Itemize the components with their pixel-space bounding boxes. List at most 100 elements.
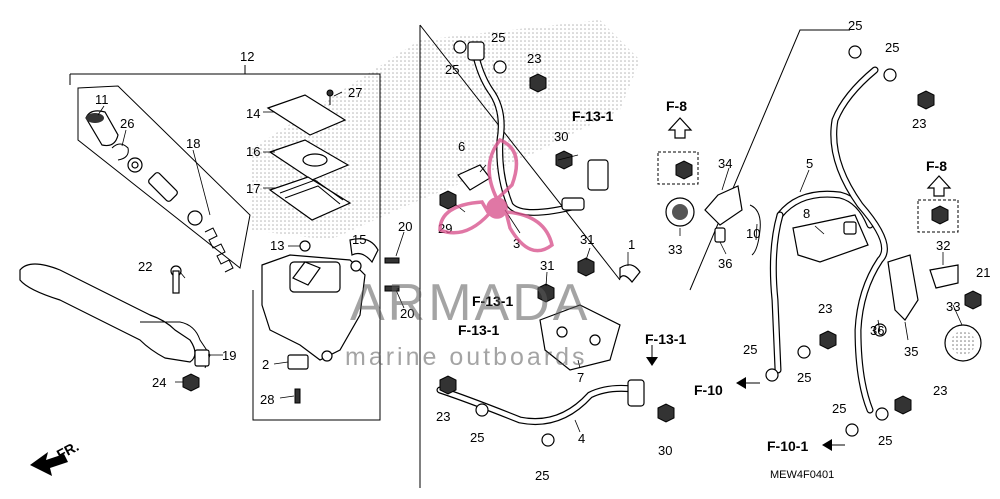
label-12: 12 — [240, 49, 254, 64]
label-26: 26 — [120, 116, 134, 131]
label-3: 3 — [513, 236, 520, 251]
right-brake-hose-main — [830, 66, 888, 414]
watermark-tagline: marine outboards — [345, 343, 588, 371]
piston-kit-box — [77, 85, 251, 269]
label-33-left: 33 — [668, 242, 682, 257]
label-25-r1: 25 — [848, 18, 862, 33]
label-36-right: 36 — [870, 323, 884, 338]
mirror-holder — [349, 238, 379, 264]
tank-cushion — [714, 227, 726, 243]
ref-f13-1-a: F-13-1 — [472, 293, 513, 309]
front-direction-arrow — [30, 452, 68, 476]
sealing-washers-upper — [453, 40, 507, 74]
cup-seal — [127, 157, 143, 173]
label-7: 7 — [577, 370, 584, 385]
label-20b: 20 — [400, 306, 414, 321]
label-14: 14 — [246, 106, 260, 121]
ref-f13-1-c: F-13-1 — [645, 331, 686, 347]
label-32: 32 — [936, 238, 950, 253]
bolt-13 — [299, 240, 311, 252]
pivot-bolt — [170, 265, 182, 294]
label-22: 22 — [138, 259, 152, 274]
leader-lines — [97, 91, 963, 433]
label-28: 28 — [260, 392, 274, 407]
label-31a: 31 — [580, 232, 594, 247]
label-13: 13 — [270, 238, 284, 253]
label-23-top: 23 — [527, 51, 541, 66]
label-1: 1 — [628, 237, 635, 252]
label-23-mid: 23 — [818, 301, 832, 316]
label-18: 18 — [186, 136, 200, 151]
holder-screws-20 — [384, 257, 400, 292]
label-30-low: 30 — [658, 443, 672, 458]
diaphragm — [268, 176, 352, 221]
label-11: 11 — [95, 92, 109, 107]
right-bracket-35 — [887, 254, 919, 321]
bolts-upper — [439, 73, 573, 210]
f10-1-arrow — [822, 439, 845, 451]
label-27: 27 — [348, 85, 362, 100]
ref-f10: F-10 — [694, 382, 723, 398]
label-33-right: 33 — [946, 299, 960, 314]
reservoir-tank — [665, 197, 695, 227]
snap-ring — [111, 143, 129, 161]
bolts-lower-center — [439, 375, 675, 447]
bolts-31 — [537, 257, 595, 303]
ref-f8-left: F-8 — [666, 98, 687, 114]
abs-modulator-bracket — [792, 214, 869, 263]
small-screw-28 — [294, 388, 301, 404]
label-24: 24 — [152, 375, 166, 390]
bracket-32 — [929, 264, 959, 289]
hose-guide — [587, 159, 609, 191]
f8-ref-right — [917, 175, 959, 233]
ref-f8-right: F-8 — [926, 158, 947, 174]
ref-f13-1-b: F-13-1 — [458, 322, 499, 338]
label-10: 10 — [746, 226, 760, 241]
secondary-cup — [187, 210, 203, 226]
label-20a: 20 — [398, 219, 412, 234]
bolts-right — [765, 45, 982, 437]
label-34: 34 — [718, 156, 732, 171]
label-5: 5 — [806, 156, 813, 171]
watermark: ARMADA marine outboards — [345, 137, 590, 371]
spring — [204, 227, 234, 273]
label-25-low2: 25 — [535, 468, 549, 483]
f8-ref-left — [657, 117, 699, 185]
screw — [326, 89, 334, 105]
watermark-brand: ARMADA — [350, 274, 590, 332]
label-19: 19 — [222, 348, 236, 363]
pivot-nut — [182, 373, 200, 392]
brake-lever — [19, 263, 211, 369]
label-23-low: 23 — [436, 409, 450, 424]
dust-boot — [85, 110, 119, 147]
hose-clip — [749, 204, 761, 256]
master-cylinder-box — [69, 65, 381, 421]
label-36-left: 36 — [718, 256, 732, 271]
label-25-top2: 25 — [491, 30, 505, 45]
divider-diagonal — [419, 24, 621, 281]
f13-arrow — [646, 345, 658, 366]
diaphragm-plate — [268, 139, 350, 181]
bolt-f8-left — [675, 160, 693, 180]
watermark-propeller-logo — [438, 137, 554, 253]
switch — [287, 354, 309, 370]
label-31b: 31 — [540, 258, 554, 273]
lower-brake-pipe — [436, 379, 645, 426]
reservoir-cap — [266, 94, 347, 136]
label-30-top: 30 — [554, 129, 568, 144]
clamp-bracket — [292, 261, 321, 286]
label-35: 35 — [904, 344, 918, 359]
tank-bracket — [704, 185, 743, 226]
label-25-low-r1: 25 — [832, 401, 846, 416]
label-25-r2: 25 — [885, 40, 899, 55]
label-25-mid2: 25 — [797, 370, 811, 385]
diagram-code: MEW4F0401 — [770, 469, 834, 481]
grommet-1 — [619, 264, 641, 283]
label-25-low-r2: 25 — [878, 433, 892, 448]
label-6: 6 — [458, 139, 465, 154]
label-4: 4 — [578, 431, 585, 446]
label-25-mid1: 25 — [743, 342, 757, 357]
label-15: 15 — [352, 232, 366, 247]
label-21: 21 — [976, 265, 990, 280]
